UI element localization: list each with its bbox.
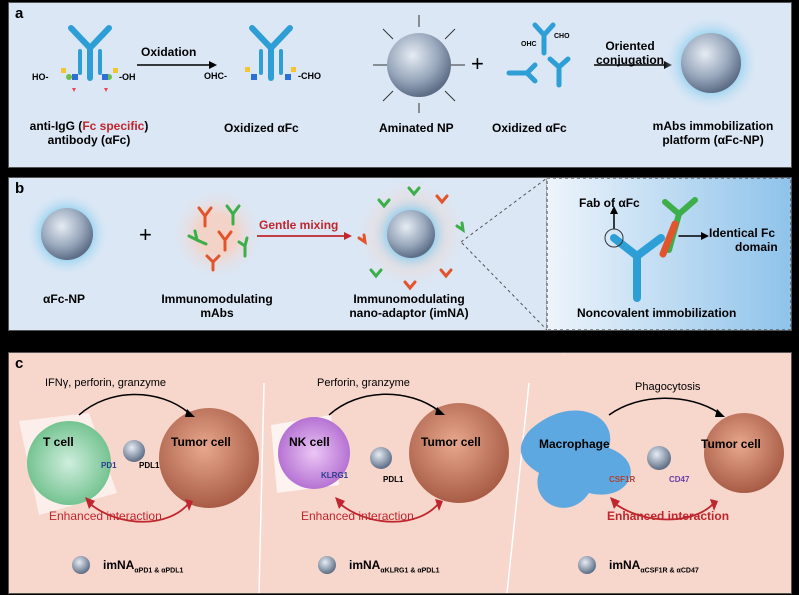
- imna-icon: [123, 440, 145, 462]
- aminated-np-label: Aminated NP: [379, 121, 454, 135]
- panel-c-graphics: [19, 353, 784, 593]
- gentle-mixing-label: Gentle mixing: [259, 218, 339, 232]
- ho-label: HO-: [32, 72, 49, 82]
- plus-sign: +: [471, 51, 484, 76]
- plus-sign: +: [139, 222, 152, 247]
- g2-cell-right: Tumor cell: [421, 435, 481, 449]
- glycan-icon: [61, 68, 118, 92]
- arrow-icon: [328, 393, 440, 416]
- tumor-cell-icon: [704, 413, 784, 493]
- g2-cell-left: NK cell: [289, 435, 330, 449]
- g1-cell-left: T cell: [43, 435, 74, 449]
- mabs-mixture-icon: [169, 186, 265, 282]
- ohc-label: OHC: [521, 41, 537, 48]
- g1-cell-right: Tumor cell: [171, 435, 231, 449]
- g1-imna-label: imNAαPD1 & αPDL1: [103, 558, 184, 575]
- g3-cell-right: Tumor cell: [701, 437, 761, 451]
- imna-legend-icon: [318, 556, 336, 574]
- g3-top-label: Phagocytosis: [635, 381, 701, 393]
- g2-receptor-right: PDL1: [383, 475, 404, 484]
- tumor-cell-icon: [409, 403, 509, 503]
- arrow-icon: [608, 397, 720, 416]
- panel-a: a HO- -OH anti-IgG (Fc specific) antibod…: [8, 2, 792, 168]
- g3-interaction: Enhanced interaction: [607, 509, 730, 523]
- aminated-np-icon: [373, 15, 465, 113]
- antibody-icon: [249, 25, 293, 81]
- imna-icon: [370, 447, 392, 469]
- panel-a-graphics: [61, 15, 759, 113]
- g1-top-label: IFNγ, perforin, granzyme: [45, 377, 167, 389]
- arrow-icon: [88, 502, 190, 523]
- oxidation-label: Oxidation: [141, 45, 197, 59]
- panel-b-letter: b: [15, 180, 25, 197]
- imna-icon: [647, 446, 671, 470]
- panel-c: c IFNγ, perforin, granzyme T cell Tumor …: [8, 352, 792, 594]
- cho-left-label: OHC-: [204, 71, 227, 81]
- g1-receptor-left: PD1: [101, 461, 117, 470]
- afc-np-icon: [663, 15, 759, 111]
- t-cell-icon: [27, 421, 111, 505]
- panel-b-graphics: [25, 178, 791, 330]
- g2-imna-label: imNAαKLRG1 & αPDL1: [349, 558, 440, 575]
- antibody-icon: [68, 25, 112, 81]
- nk-cell-icon: [278, 417, 350, 489]
- antibody-cluster-icon: [506, 22, 571, 88]
- imna-icon: [353, 178, 469, 292]
- antibody-label: anti-IgG (Fc specific) antibody (αFc): [29, 119, 149, 147]
- imna-legend-icon: [72, 556, 90, 574]
- oh-label: -OH: [119, 72, 136, 82]
- noncovalent-label: Noncovalent immobilization: [577, 306, 737, 320]
- imna-legend-icon: [578, 556, 596, 574]
- panel-c-letter: c: [15, 355, 24, 372]
- cho-right-label: -CHO: [298, 71, 321, 81]
- g3-cell-left: Macrophage: [539, 437, 610, 451]
- g2-top-label: Perforin, granzyme: [317, 377, 410, 389]
- oxidized-afc-label-2: Oxidized αFc: [492, 121, 567, 135]
- afc-np-icon: [25, 192, 109, 276]
- g3-receptor-left: CSF1R: [609, 475, 636, 484]
- oxidized-afc-label: Oxidized αFc: [224, 121, 299, 135]
- afc-np-label: αFc-NP: [43, 292, 86, 306]
- zoomed-antibody-icon: [604, 197, 709, 302]
- panel-a-letter: a: [15, 5, 24, 22]
- g1-interaction: Enhanced interaction: [49, 509, 162, 523]
- arrow-icon: [78, 393, 190, 416]
- g1-receptor-right: PDL1: [139, 461, 160, 470]
- cho-label: CHO: [554, 33, 570, 40]
- fab-label: Fab of αFc: [579, 196, 640, 210]
- g2-receptor-left: KLRG1: [321, 471, 349, 480]
- arrow-icon: [613, 502, 715, 521]
- g2-interaction: Enhanced interaction: [301, 509, 414, 523]
- g3-receptor-right: CD47: [669, 475, 690, 484]
- arrow-icon: [338, 502, 440, 523]
- g3-imna-label: imNAαCSF1R & αCD47: [609, 558, 699, 575]
- tumor-cell-icon: [159, 408, 259, 508]
- macrophage-icon: [520, 410, 631, 508]
